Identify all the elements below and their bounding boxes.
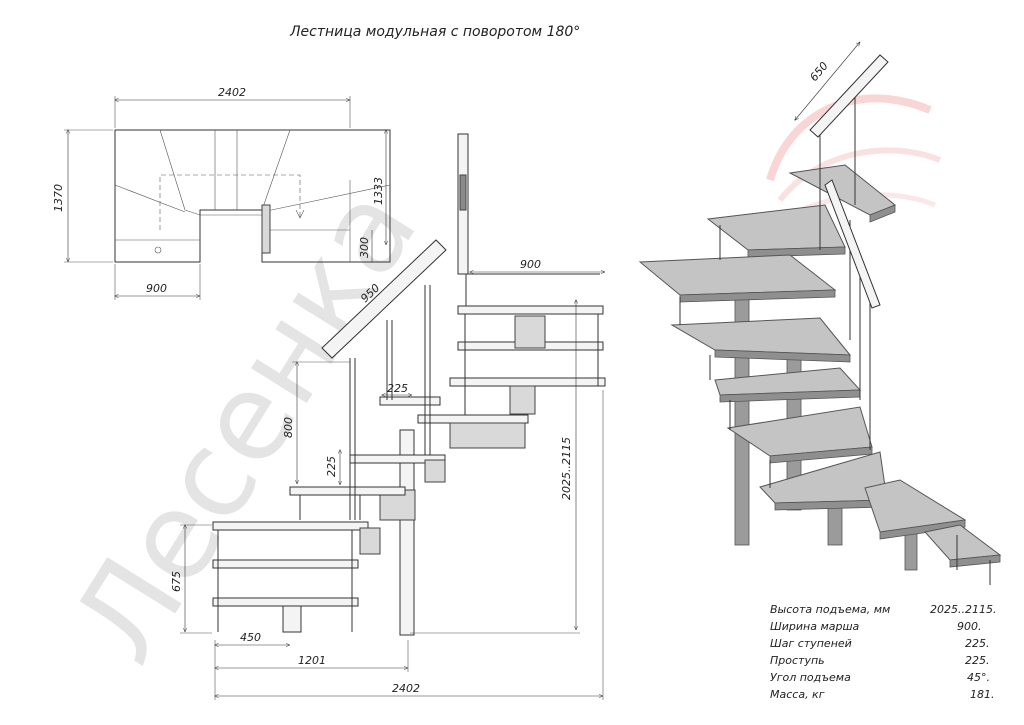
spec-label-1: Ширина марша	[770, 620, 860, 633]
plan-view: 2402 1370 1333 300 900	[52, 86, 391, 300]
spec-value-5: 181.	[970, 688, 995, 701]
spec-label-3: Проступь	[770, 654, 825, 667]
plan-top-width: 2402	[218, 86, 246, 99]
iso-view: 650	[638, 42, 1002, 585]
plan-left-height: 1370	[52, 184, 65, 212]
side-total-dim: 2402	[392, 682, 420, 695]
drawing-title: Лестница модульная с поворотом 180°	[289, 24, 580, 40]
spec-value-4: 45°.	[967, 671, 990, 684]
plan-bottom-width: 900	[146, 282, 167, 295]
side-height-dim: 2025..2115	[560, 437, 573, 500]
spec-value-1: 900.	[957, 620, 982, 633]
spec-value-0: 2025..2115.	[930, 603, 996, 616]
side-post-dim: 800	[282, 417, 295, 438]
side-first-dim: 450	[240, 631, 261, 644]
spec-value-3: 225.	[965, 654, 990, 667]
spec-label-2: Шаг ступеней	[770, 637, 852, 650]
spec-table: Высота подъема, мм 2025..2115. Ширина ма…	[770, 603, 996, 701]
side-rise-dim: 225	[325, 456, 338, 477]
side-run-dim: 225	[387, 382, 408, 395]
side-mid-dim: 1201	[298, 654, 326, 667]
plan-right-small: 300	[358, 237, 371, 258]
spec-label-5: Масса, кг	[770, 688, 825, 701]
side-step-width-dim: 900	[520, 258, 541, 271]
side-view: 950 900 225 800 225 2025..2115 675 450 1…	[170, 133, 605, 700]
spec-value-2: 225.	[965, 637, 990, 650]
spec-label-4: Угол подъема	[770, 671, 851, 684]
spec-label-0: Высота подъема, мм	[770, 603, 890, 616]
watermark-text: Лесенка	[47, 164, 445, 686]
iso-rail-dim: 650	[807, 59, 830, 83]
side-lower-dim: 675	[170, 571, 183, 592]
plan-right-height: 1333	[372, 177, 385, 205]
